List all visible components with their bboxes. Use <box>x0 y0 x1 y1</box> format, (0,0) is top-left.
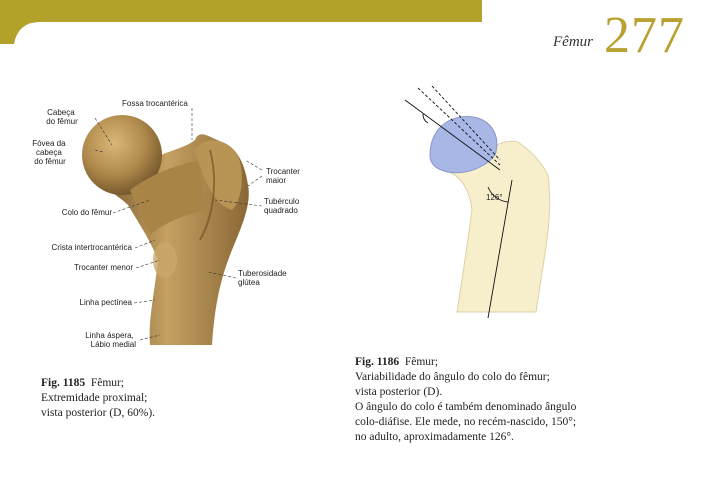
caption-fig-1186: Fig. 1186 Fêmur; Variabilidade do ângulo… <box>355 355 576 445</box>
angle-label: 126° <box>486 193 503 202</box>
label-tuberculo: Tubérculo quadrado <box>264 197 302 215</box>
caption-1186-line: O ângulo do colo é também denominado âng… <box>355 401 577 413</box>
label-cabeca: Cabeça do fêmur <box>46 108 78 126</box>
page-number: 277 <box>604 7 685 64</box>
caption-fig-1185: Fig. 1185 Fêmur; Extremidade proximal; v… <box>41 376 155 421</box>
caption-1186-title: Fêmur; <box>404 356 439 368</box>
label-trocanter-maior: Trocanter maior <box>266 167 302 185</box>
femur-bone-shape <box>82 115 249 345</box>
caption-1186-line: Variabilidade do ângulo do colo do fêmur… <box>355 371 550 383</box>
caption-1185-line: vista posterior (D, 60%). <box>41 407 156 419</box>
caption-1185-number: Fig. 1185 <box>41 377 86 389</box>
leader-lines <box>94 108 263 341</box>
femur-outline <box>429 116 551 313</box>
caption-1186-line: vista posterior (D). <box>355 386 443 398</box>
label-linha-pectinea: Linha pectínea <box>80 298 133 307</box>
femur-posterior-illustration: Cabeça do fêmur Fóvea da cabeça do fêmur… <box>32 99 302 349</box>
label-trocanter-menor: Trocanter menor <box>74 263 133 272</box>
caption-1186-line: colo-diáfise. Ele mede, no recém-nascido… <box>355 416 577 428</box>
label-colo: Colo do fêmur <box>62 208 113 217</box>
bone-labels: Cabeça do fêmur Fóvea da cabeça do fêmur… <box>32 99 302 349</box>
header-bar <box>0 0 482 44</box>
caption-1186-line: no adulto, aproximadamente 126°. <box>355 431 514 443</box>
femur-angle-diagram: 126° <box>404 85 551 319</box>
label-tuberosidade: Tuberosidade glútea <box>238 269 289 287</box>
label-fovea: Fóvea da cabeça do fêmur <box>32 139 68 166</box>
caption-1186-number: Fig. 1186 <box>355 356 400 368</box>
caption-1185-line: Extremidade proximal; <box>41 392 148 404</box>
angle-lines <box>404 85 513 319</box>
header-title: Fêmur <box>553 34 593 50</box>
label-linha-aspera: Linha áspera, Lábio medial <box>85 331 136 349</box>
label-crista: Crista intertrocantérica <box>52 243 133 252</box>
label-fossa: Fossa trocantérica <box>122 99 188 108</box>
caption-1185-title: Fêmur; <box>90 377 125 389</box>
